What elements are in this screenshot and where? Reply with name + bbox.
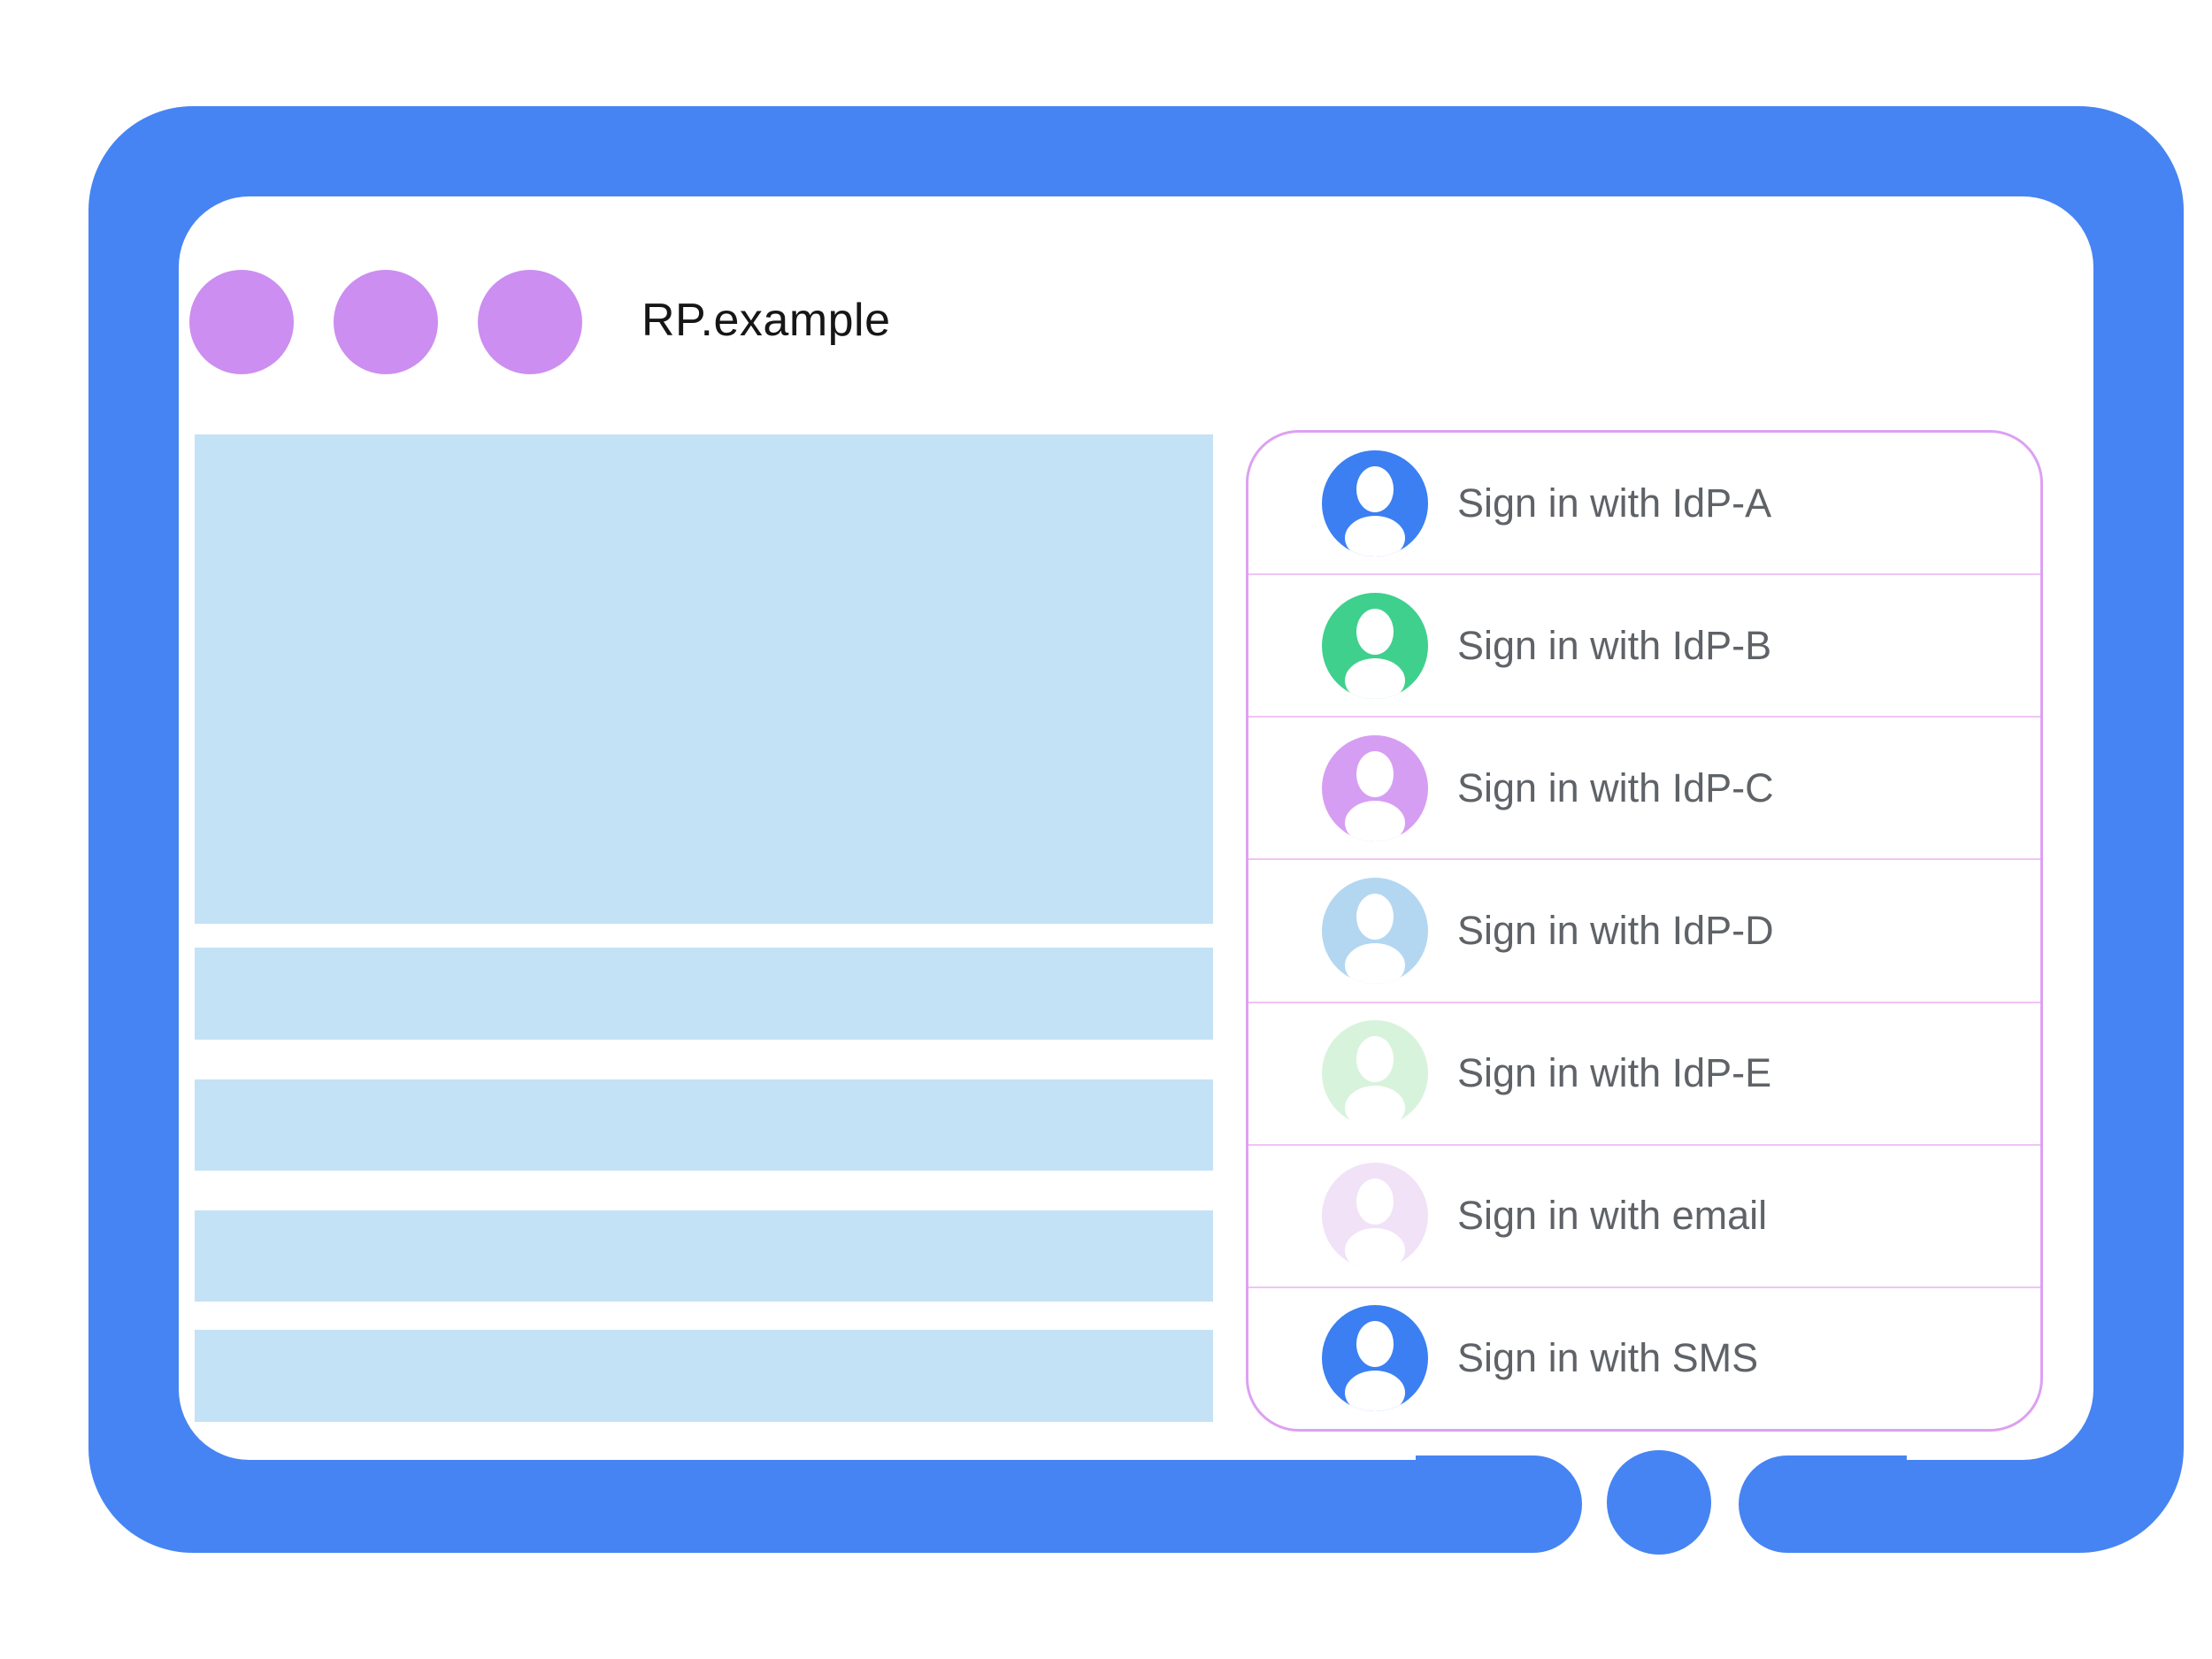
signin-account-chooser: Sign in with IdP-A Sign in with IdP-B Si… [1246,430,2043,1432]
person-icon [1322,449,1428,557]
content-placeholder-bar [195,1079,1213,1171]
person-icon [1322,1163,1428,1270]
signin-option-idp-e[interactable]: Sign in with IdP-E [1248,1001,2040,1144]
frame-bottom-button [1607,1450,1711,1555]
window-control-dot [189,270,294,374]
signin-option-email[interactable]: Sign in with email [1248,1143,2040,1286]
signin-option-sms[interactable]: Sign in with SMS [1248,1286,2040,1429]
frame-bottom-bar-left [1416,1455,1582,1553]
person-icon [1322,1020,1428,1127]
person-icon [1322,1305,1428,1412]
window-control-dot [478,270,582,374]
signin-option-label: Sign in with IdP-C [1457,764,1774,810]
page-title: RP.example [641,295,891,346]
signin-option-idp-b[interactable]: Sign in with IdP-B [1248,573,2040,716]
signin-option-label: Sign in with IdP-D [1457,907,1774,953]
person-icon [1322,734,1428,841]
signin-option-idp-d[interactable]: Sign in with IdP-D [1248,858,2040,1001]
content-placeholder-hero [195,434,1213,924]
signin-option-label: Sign in with IdP-E [1457,1050,1772,1096]
window-control-dot [334,270,438,374]
signin-option-idp-a[interactable]: Sign in with IdP-A [1248,433,2040,573]
content-placeholder-bar [195,948,1213,1040]
person-icon [1322,877,1428,984]
content-placeholder-bar [195,1330,1213,1422]
content-placeholder-bar [195,1210,1213,1302]
window-control-dots [189,270,582,374]
signin-option-label: Sign in with email [1457,1193,1768,1239]
signin-option-label: Sign in with IdP-B [1457,622,1772,668]
person-icon [1322,592,1428,699]
signin-option-idp-c[interactable]: Sign in with IdP-C [1248,716,2040,858]
signin-option-label: Sign in with SMS [1457,1335,1759,1381]
frame-bottom-bar-right [1739,1455,1907,1553]
signin-option-label: Sign in with IdP-A [1457,480,1772,526]
